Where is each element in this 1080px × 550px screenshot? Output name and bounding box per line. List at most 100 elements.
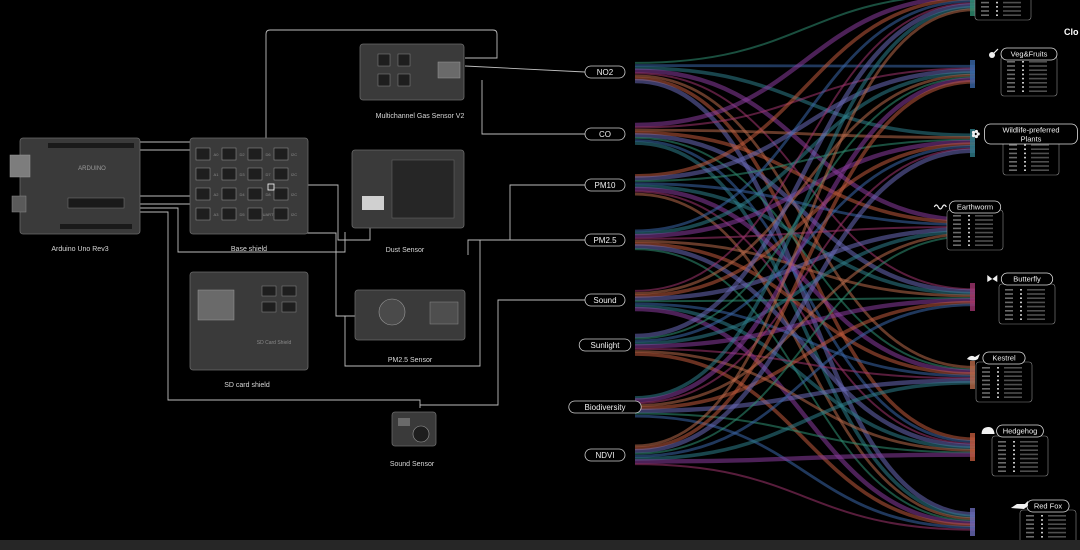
species-node-earthworm: Earthworm	[933, 200, 1004, 251]
legend-row-label	[981, 10, 989, 12]
metric-node-no2: NO2	[584, 65, 626, 79]
legend-row-mark	[1024, 152, 1026, 155]
legend-row-mark	[1022, 73, 1024, 76]
port-label: D8	[265, 192, 271, 197]
legend-row-value	[1020, 462, 1038, 464]
icon-shape	[987, 275, 998, 282]
flow-ribbon	[634, 79, 976, 451]
legend-row-mark	[997, 375, 999, 377]
legend-row-mark	[1024, 169, 1026, 171]
legend-row-value	[1020, 445, 1038, 447]
port-label: D7	[265, 172, 271, 177]
legend-row-mark	[1022, 86, 1024, 88]
flow-ribbon	[634, 148, 976, 454]
legend-row-mark	[1024, 144, 1026, 146]
port-label: I2C	[291, 212, 297, 217]
legend-row-value	[1027, 318, 1045, 320]
flow-ribbon	[634, 229, 976, 346]
pm25-sensor-board	[354, 289, 466, 341]
legend-row-mark	[1041, 523, 1043, 525]
legend-row-label	[1007, 90, 1015, 92]
flow-ribbon	[634, 136, 976, 371]
arduino-board-body	[19, 137, 141, 235]
header-pins-bottom	[60, 224, 132, 229]
flow-ribbon	[634, 147, 976, 405]
sd-shield-board: SD Card Shield	[189, 271, 309, 371]
legend-row-label	[953, 227, 961, 230]
legend-row-value	[975, 223, 993, 225]
flow-ribbon	[634, 300, 976, 411]
sd-board-text: SD Card Shield	[257, 340, 292, 346]
legend-row-label	[1009, 169, 1017, 171]
grove-port	[247, 207, 263, 221]
legend-row-value	[1048, 519, 1066, 521]
legend-row-mark	[996, 10, 998, 12]
legend-row-value	[1004, 383, 1022, 386]
legend-row-mark	[1024, 156, 1026, 159]
sound-sensor-board	[391, 411, 437, 447]
legend-row-label	[1007, 61, 1015, 63]
legend-row-value	[1004, 371, 1022, 373]
legend-row-value	[1029, 61, 1047, 63]
flow-ribbon	[634, 302, 976, 378]
metric-pill	[584, 127, 626, 141]
legend-row-value	[1029, 82, 1047, 84]
flow-ribbon	[634, 380, 976, 461]
pm25-fan	[378, 298, 406, 326]
legend-row-label	[1026, 527, 1034, 530]
flower-icon	[971, 129, 980, 139]
earthworm-icon	[933, 204, 947, 210]
port-label: D2	[239, 152, 245, 157]
species-node-fox: Red Fox	[970, 499, 1077, 550]
sd-card-slot	[197, 289, 235, 321]
legend-row-label	[1007, 82, 1015, 84]
legend-row-value	[1031, 156, 1049, 159]
grove-port	[273, 147, 289, 161]
legend-row-value	[1004, 392, 1022, 394]
legend-row-value	[1027, 301, 1045, 304]
legend-row-mark	[1020, 314, 1022, 316]
flow-ribbon	[634, 139, 976, 443]
grove-port	[221, 207, 237, 221]
legend-row-label	[1005, 289, 1013, 291]
arduino-label: Arduino Uno Rev3	[51, 246, 108, 253]
flow-ribbon	[634, 5, 976, 400]
legend-row-value	[1048, 515, 1066, 517]
legend-row-label	[998, 462, 1006, 464]
legend-row-value	[1004, 375, 1022, 377]
legend-row-label	[1005, 297, 1013, 299]
legend-row-label	[953, 244, 961, 246]
legend-row-label	[953, 223, 961, 225]
legend-row-value	[1003, 14, 1021, 16]
legend-row-label	[1005, 301, 1013, 304]
legend-row-value	[1031, 169, 1049, 171]
flow-ribbon	[634, 68, 976, 181]
legend-row-value	[1003, 6, 1021, 8]
legend-row-label	[998, 445, 1006, 447]
port-label: I2C	[291, 152, 297, 157]
legend-row-value	[975, 215, 993, 217]
legend-row-mark	[968, 244, 970, 246]
species-node-kestrel: Kestrel	[966, 351, 1033, 403]
metric-node-pm10: PM10	[584, 178, 626, 192]
flow-ribbon	[634, 77, 976, 403]
legend-row-value	[1048, 527, 1066, 530]
species-label: Earthworm	[957, 203, 993, 212]
flow-ribbon	[634, 242, 976, 376]
flow-ribbon	[634, 0, 906, 64]
gas-sensor-label: Multichannel Gas Sensor V2	[376, 113, 465, 120]
species-bar	[970, 129, 975, 157]
dust-connector	[362, 196, 384, 210]
flow-ribbon	[634, 64, 976, 68]
dust-chamber	[391, 159, 455, 219]
metric-pill	[568, 400, 642, 414]
legend-row-value	[1020, 449, 1038, 451]
flow-ribbon	[634, 73, 976, 295]
port-label: A1	[214, 172, 220, 177]
legend-row-value	[1029, 77, 1047, 80]
metric-node-ndvi: NDVI	[584, 448, 626, 462]
legend-row-label	[998, 449, 1006, 451]
legend-row-mark	[997, 379, 999, 382]
